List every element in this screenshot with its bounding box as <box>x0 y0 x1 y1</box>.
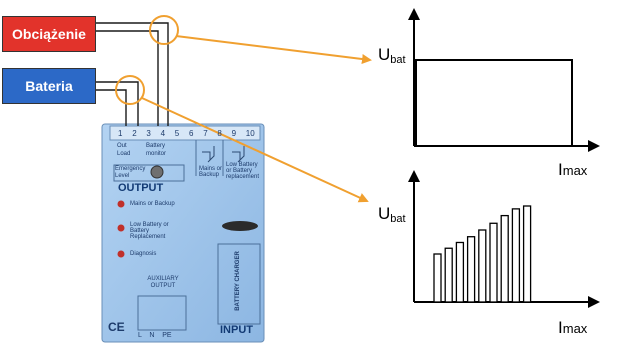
emergency-level-knob <box>150 165 164 179</box>
load-terminal-label: Load <box>117 151 131 157</box>
output-label: OUTPUT <box>118 182 164 194</box>
terminal-number: 6 <box>189 129 194 138</box>
brand-logo <box>222 221 258 231</box>
terminal-number: 4 <box>160 129 166 138</box>
bottom-y-axis-label: Ubat <box>378 204 406 225</box>
voltage-pulse-bar <box>444 247 453 303</box>
load-label-box: Obciążenie <box>2 16 96 52</box>
battery-terminal-label: Battery <box>146 143 166 149</box>
led-mains <box>117 200 125 208</box>
charger-title: BATTERY CHARGER <box>234 251 241 311</box>
charger-plate <box>217 243 261 325</box>
voltage-pulse-bar <box>433 253 442 303</box>
input-label: INPUT <box>220 324 253 336</box>
terminal-number: 5 <box>174 129 180 138</box>
battery-charger-device <box>101 123 265 343</box>
led-mains-label: Mains or Backup <box>130 201 175 207</box>
device-body <box>101 123 265 343</box>
terminal-number: 7 <box>203 129 208 138</box>
load-wire-highlight <box>149 15 179 45</box>
voltage-pulse-bar <box>500 214 509 303</box>
voltage-pulse-bar <box>478 229 487 303</box>
battery-label-box: Bateria <box>2 68 96 104</box>
load-label: Obciążenie <box>12 26 86 42</box>
led-diagnosis <box>117 250 125 258</box>
led-diagnosis-label: Diagnosis <box>130 251 157 257</box>
mains-backup-label: Mains or Backup <box>199 166 223 178</box>
top-x-axis-label: Imax <box>558 160 588 179</box>
level-label: Level <box>115 173 130 179</box>
voltage-pulse-bar <box>511 208 521 303</box>
arrow-to-top-graph <box>175 35 372 64</box>
terminal-number: 3 <box>146 129 151 138</box>
bottom-terminal-labels: L N PE <box>138 332 172 339</box>
emergency-label: Emergency <box>115 166 146 172</box>
terminal-number: 2 <box>132 129 137 138</box>
terminal-strip <box>109 125 261 141</box>
terminal-number: 10 <box>245 129 255 138</box>
out-label: Out <box>117 143 127 149</box>
auxiliary-output-label: AUXILIARY OUTPUT <box>147 276 179 289</box>
voltage-pulse-bar <box>489 222 498 303</box>
arrow-to-bottom-graph <box>141 97 369 203</box>
low-battery-relay-label: Low Battery or Battery replacement <box>226 162 260 180</box>
top-y-axis-label: Ubat <box>378 45 406 66</box>
voltage-pulse-bar <box>522 205 532 303</box>
battery-label: Bateria <box>25 78 73 94</box>
auxiliary-output-box <box>137 295 187 331</box>
bottom-graph-pulses <box>433 205 532 303</box>
terminal-number: 8 <box>217 129 222 138</box>
bottom-x-axis-label: Imax <box>558 318 588 337</box>
voltage-pulse-bar <box>455 241 465 303</box>
voltage-pulse-bar <box>466 236 476 303</box>
battery-wire-highlight <box>115 75 145 105</box>
top-graph <box>408 8 600 152</box>
ce-mark: CE <box>108 320 125 334</box>
top-graph-voltage-line <box>415 59 573 146</box>
terminal-number: 1 <box>118 129 123 138</box>
wires <box>94 22 169 126</box>
monitor-label: monitor <box>146 151 167 157</box>
led-low-battery <box>117 224 125 232</box>
led-low-battery-label: Low Battery or Battery Replacement <box>130 222 169 240</box>
terminal-number: 9 <box>231 129 237 138</box>
